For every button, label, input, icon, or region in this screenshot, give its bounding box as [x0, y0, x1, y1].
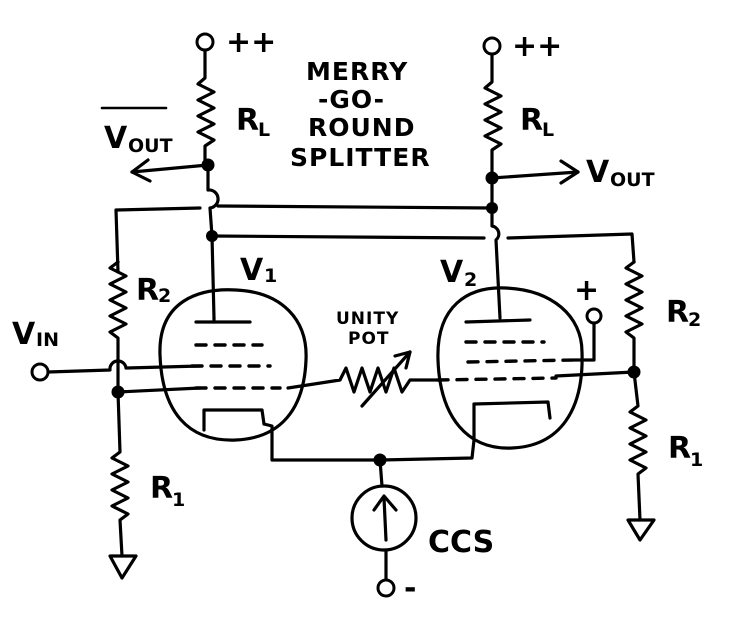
- resistor-r1-left: [110, 390, 130, 558]
- label-rl-left-main: R: [236, 103, 259, 138]
- grid2-wire-v2: [554, 370, 636, 378]
- ground-left: [108, 554, 138, 580]
- label-supply-left: ++: [226, 25, 276, 60]
- label-vout-bar-main: V: [104, 121, 128, 156]
- plate-lead-v1: [206, 163, 220, 320]
- screen-terminal: [585, 307, 603, 325]
- current-source-ccs: [350, 458, 418, 582]
- tube-v2: [436, 286, 584, 450]
- label-vout-sub: OUT: [610, 169, 655, 191]
- label-v2-sub: 2: [464, 269, 477, 291]
- label-title-line4: SPLITTER: [290, 143, 431, 172]
- label-r1-right-main: R: [668, 431, 691, 466]
- resistor-r1-right: [628, 370, 648, 522]
- label-ccs: CCS: [428, 525, 494, 560]
- label-title-line3: ROUND: [308, 113, 415, 142]
- label-vin-sub: IN: [36, 329, 59, 351]
- cathode-wire: [262, 422, 476, 462]
- label-title-line2: -GO-: [318, 85, 385, 114]
- resistor-rl-left: [196, 48, 216, 167]
- label-r2-left-sub: 2: [158, 285, 171, 307]
- label-r1-left-main: R: [150, 471, 173, 506]
- label-pot-line1: UNITY: [336, 309, 399, 329]
- supply-terminal-right: [482, 36, 502, 56]
- label-pot-line2: POT: [348, 329, 390, 349]
- input-wire: [46, 359, 202, 374]
- label-vin-main: V: [12, 317, 36, 352]
- ground-right: [626, 518, 656, 542]
- output-arrow-vout: [490, 159, 580, 185]
- supply-terminal-left: [195, 32, 215, 52]
- label-vout-main: V: [586, 155, 610, 190]
- plate-lead-v2: [490, 176, 502, 320]
- label-minus-sign: -: [404, 571, 416, 606]
- label-vout-bar-sub: OUT: [128, 135, 173, 157]
- output-arrow-vout-bar: [130, 158, 210, 183]
- label-title-line1: MERRY: [306, 57, 408, 86]
- label-plus-sign: +: [574, 273, 599, 308]
- label-v1-sub: 1: [264, 265, 277, 287]
- label-supply-right: ++: [512, 29, 562, 64]
- resistor-r2-left: [108, 260, 128, 394]
- label-rl-right-main: R: [520, 103, 543, 138]
- label-rl-left-sub: L: [258, 119, 270, 141]
- vin-terminal: [30, 362, 50, 382]
- screen-wire: [572, 321, 596, 362]
- label-v2-main: V: [440, 255, 464, 290]
- label-r2-right-sub: 2: [688, 309, 701, 331]
- grid2-wire-v1: [116, 386, 202, 394]
- label-v1-main: V: [240, 253, 264, 288]
- label-r1-right-sub: 1: [690, 449, 703, 471]
- cross-wire-bottom: [210, 232, 636, 264]
- negative-terminal: [376, 578, 396, 598]
- cross-wire-top: [114, 204, 494, 274]
- resistor-r2-right: [624, 260, 644, 374]
- resistor-rl-right: [483, 52, 503, 180]
- tube-v1: [158, 288, 308, 442]
- label-r2-left-main: R: [136, 273, 159, 308]
- label-r2-right-main: R: [666, 295, 689, 330]
- label-rl-right-sub: L: [542, 119, 554, 141]
- label-r1-left-sub: 1: [172, 489, 185, 511]
- unity-pot: [286, 350, 442, 408]
